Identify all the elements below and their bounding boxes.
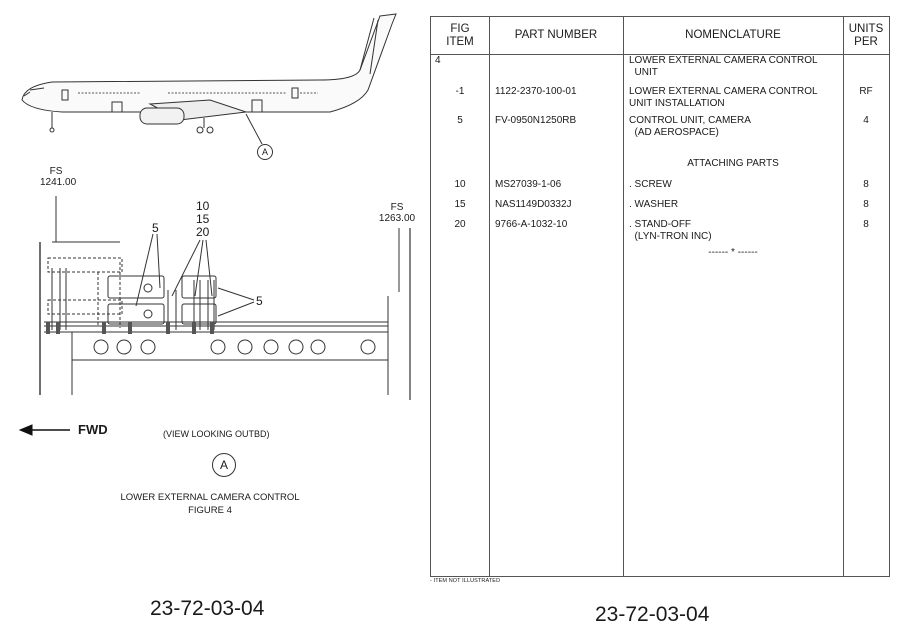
row-units-per: RF (859, 86, 873, 97)
parts-list-table: FIG ITEM PART NUMBER NOMENCLATURE UNITS … (430, 16, 890, 577)
row-fig-item: -1 (455, 86, 465, 97)
aircraft-silhouette (21, 13, 397, 145)
callout-item10: 10 (196, 199, 210, 213)
illustration-drawing (18, 13, 411, 436)
fwd-label: FWD (78, 422, 108, 437)
row-part-number: 1122-2370-100-01 (495, 86, 577, 97)
row-fig-item: 20 (454, 219, 466, 230)
row-fig-item: 15 (454, 199, 466, 210)
row-units-per: 4 (863, 115, 869, 126)
row-units-per: 8 (863, 199, 869, 210)
row-part-number: FV-0950N1250RB (495, 115, 577, 126)
fs-left-label: FS 1241.00 (40, 166, 77, 188)
row-units-per: 8 (863, 219, 869, 230)
row-units-per: 8 (863, 179, 869, 190)
page-number-right: 23-72-03-04 (595, 603, 710, 626)
floor-beam (44, 296, 389, 395)
callout-item5-right: 5 (256, 294, 263, 308)
row-nomenclature-line: ATTACHING PARTS (687, 158, 779, 169)
figure-title-line1: LOWER EXTERNAL CAMERA CONTROL (120, 492, 300, 503)
fastener-row (46, 322, 214, 334)
row-nomenclature-line: (LYN-TRON INC) (629, 231, 712, 242)
row-nomenclature-line: . SCREW (629, 179, 672, 190)
row-nomenclature-line: . STAND-OFF (629, 219, 692, 230)
header-part-number: PART NUMBER (489, 17, 623, 55)
figure-title-line2: FIGURE 4 (188, 505, 232, 516)
row-fig-item: 5 (457, 115, 463, 126)
row-nomenclature-line: LOWER EXTERNAL CAMERA CONTROL (629, 55, 818, 66)
row-nomenclature-line: UNIT (629, 67, 658, 78)
callout-item20: 20 (196, 225, 210, 239)
figure-title: LOWER EXTERNAL CAMERA CONTROL FIGURE 4 (110, 491, 310, 517)
row-nomenclature-line: LOWER EXTERNAL CAMERA CONTROL (629, 86, 818, 97)
row-part-number: MS27039-1-06 (495, 179, 562, 190)
row-nomenclature-line: ------ * ------ (708, 247, 758, 258)
row-part-number: 9766-A-1032-10 (495, 219, 568, 230)
row-part-number: NAS1149D0332J (495, 199, 572, 210)
row-nomenclature-line: CONTROL UNIT, CAMERA (629, 115, 751, 126)
view-caption: (VIEW LOOKING OUTBD) (163, 429, 270, 439)
detail-a-label: A (212, 453, 236, 477)
page-number-left: 23-72-03-04 (150, 597, 265, 620)
callout-leaders (135, 233, 255, 317)
header-fig-item: FIG ITEM (431, 17, 489, 55)
row-nomenclature-line: UNIT INSTALLATION (629, 98, 725, 109)
row-nomenclature-line: . WASHER (629, 199, 679, 210)
row-fig-item: 10 (454, 179, 466, 190)
column-divider (843, 17, 844, 576)
row-fig-item: 4 (435, 55, 441, 66)
column-divider (489, 17, 490, 576)
bracket-structure (47, 241, 217, 330)
fs-right-label: FS 1263.00 (378, 202, 416, 224)
fwd-arrow (18, 424, 70, 436)
column-divider (623, 17, 624, 576)
header-units-per: UNITS PER (843, 17, 889, 55)
figure-panel: FS 1241.00 FS 1263.00 5 10 15 20 5 A FWD… (0, 0, 420, 632)
header-nomenclature: NOMENCLATURE (623, 17, 843, 55)
detail-a-marker: A (257, 144, 273, 160)
callout-item5-top: 5 (152, 221, 159, 235)
row-nomenclature-line: (AD AEROSPACE) (629, 127, 719, 138)
footnote: - ITEM NOT ILLUSTRATED (430, 578, 501, 584)
callout-item15: 15 (196, 212, 210, 226)
